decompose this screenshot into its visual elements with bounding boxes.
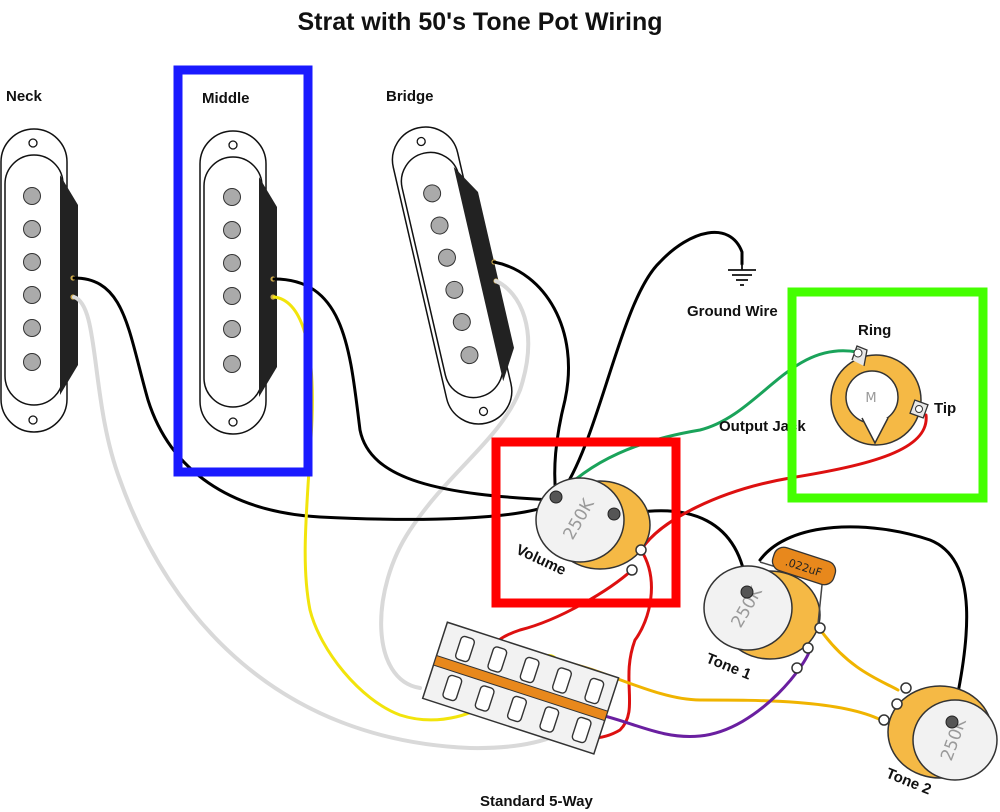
output-jack: M: [830, 345, 929, 446]
output-jack-label: Output Jack: [719, 418, 806, 435]
jack-letter: M: [865, 391, 876, 406]
bridge-label: Bridge: [386, 88, 434, 105]
middle-label: Middle: [202, 90, 250, 107]
bridge-black-wire: [492, 260, 570, 499]
neck-black-wire: [72, 276, 558, 521]
diagram-title: Strat with 50's Tone Pot Wiring: [297, 8, 662, 36]
middle-black-wire: [272, 277, 558, 502]
volume-pot: 250K: [535, 477, 651, 576]
tone1-to-tone2-black-wire: [758, 525, 969, 724]
five-way-switch: [421, 621, 620, 755]
ring-label: Ring: [858, 322, 891, 339]
neck-white-wire: [72, 295, 557, 751]
bridge-white-wire: [379, 279, 531, 690]
middle-pickup: [199, 130, 277, 435]
capacitor: .022uF: [759, 546, 837, 625]
tone2-pot: 250K: [878, 682, 998, 781]
tone1-label: Tone 1: [704, 650, 754, 683]
green-ring-wire: [554, 349, 859, 500]
ground-symbol: [728, 264, 756, 286]
volume-highlight-box: [491, 437, 681, 608]
purple-wire: [586, 646, 812, 739]
neck-pickup: [0, 128, 78, 433]
output-jack-highlight-box: [787, 287, 988, 503]
switch-label: Standard 5-Way: [480, 793, 593, 810]
tone1-pot: 250K: [703, 565, 826, 674]
tip-label: Tip: [934, 400, 956, 417]
neck-label: Neck: [6, 88, 43, 105]
orange-tone1-wire: [820, 630, 900, 692]
bridge-pickup: [391, 126, 514, 425]
middle-highlight-box: [173, 65, 313, 477]
ground-wire-label: Ground Wire: [687, 303, 778, 320]
ground-wire: [558, 231, 744, 497]
